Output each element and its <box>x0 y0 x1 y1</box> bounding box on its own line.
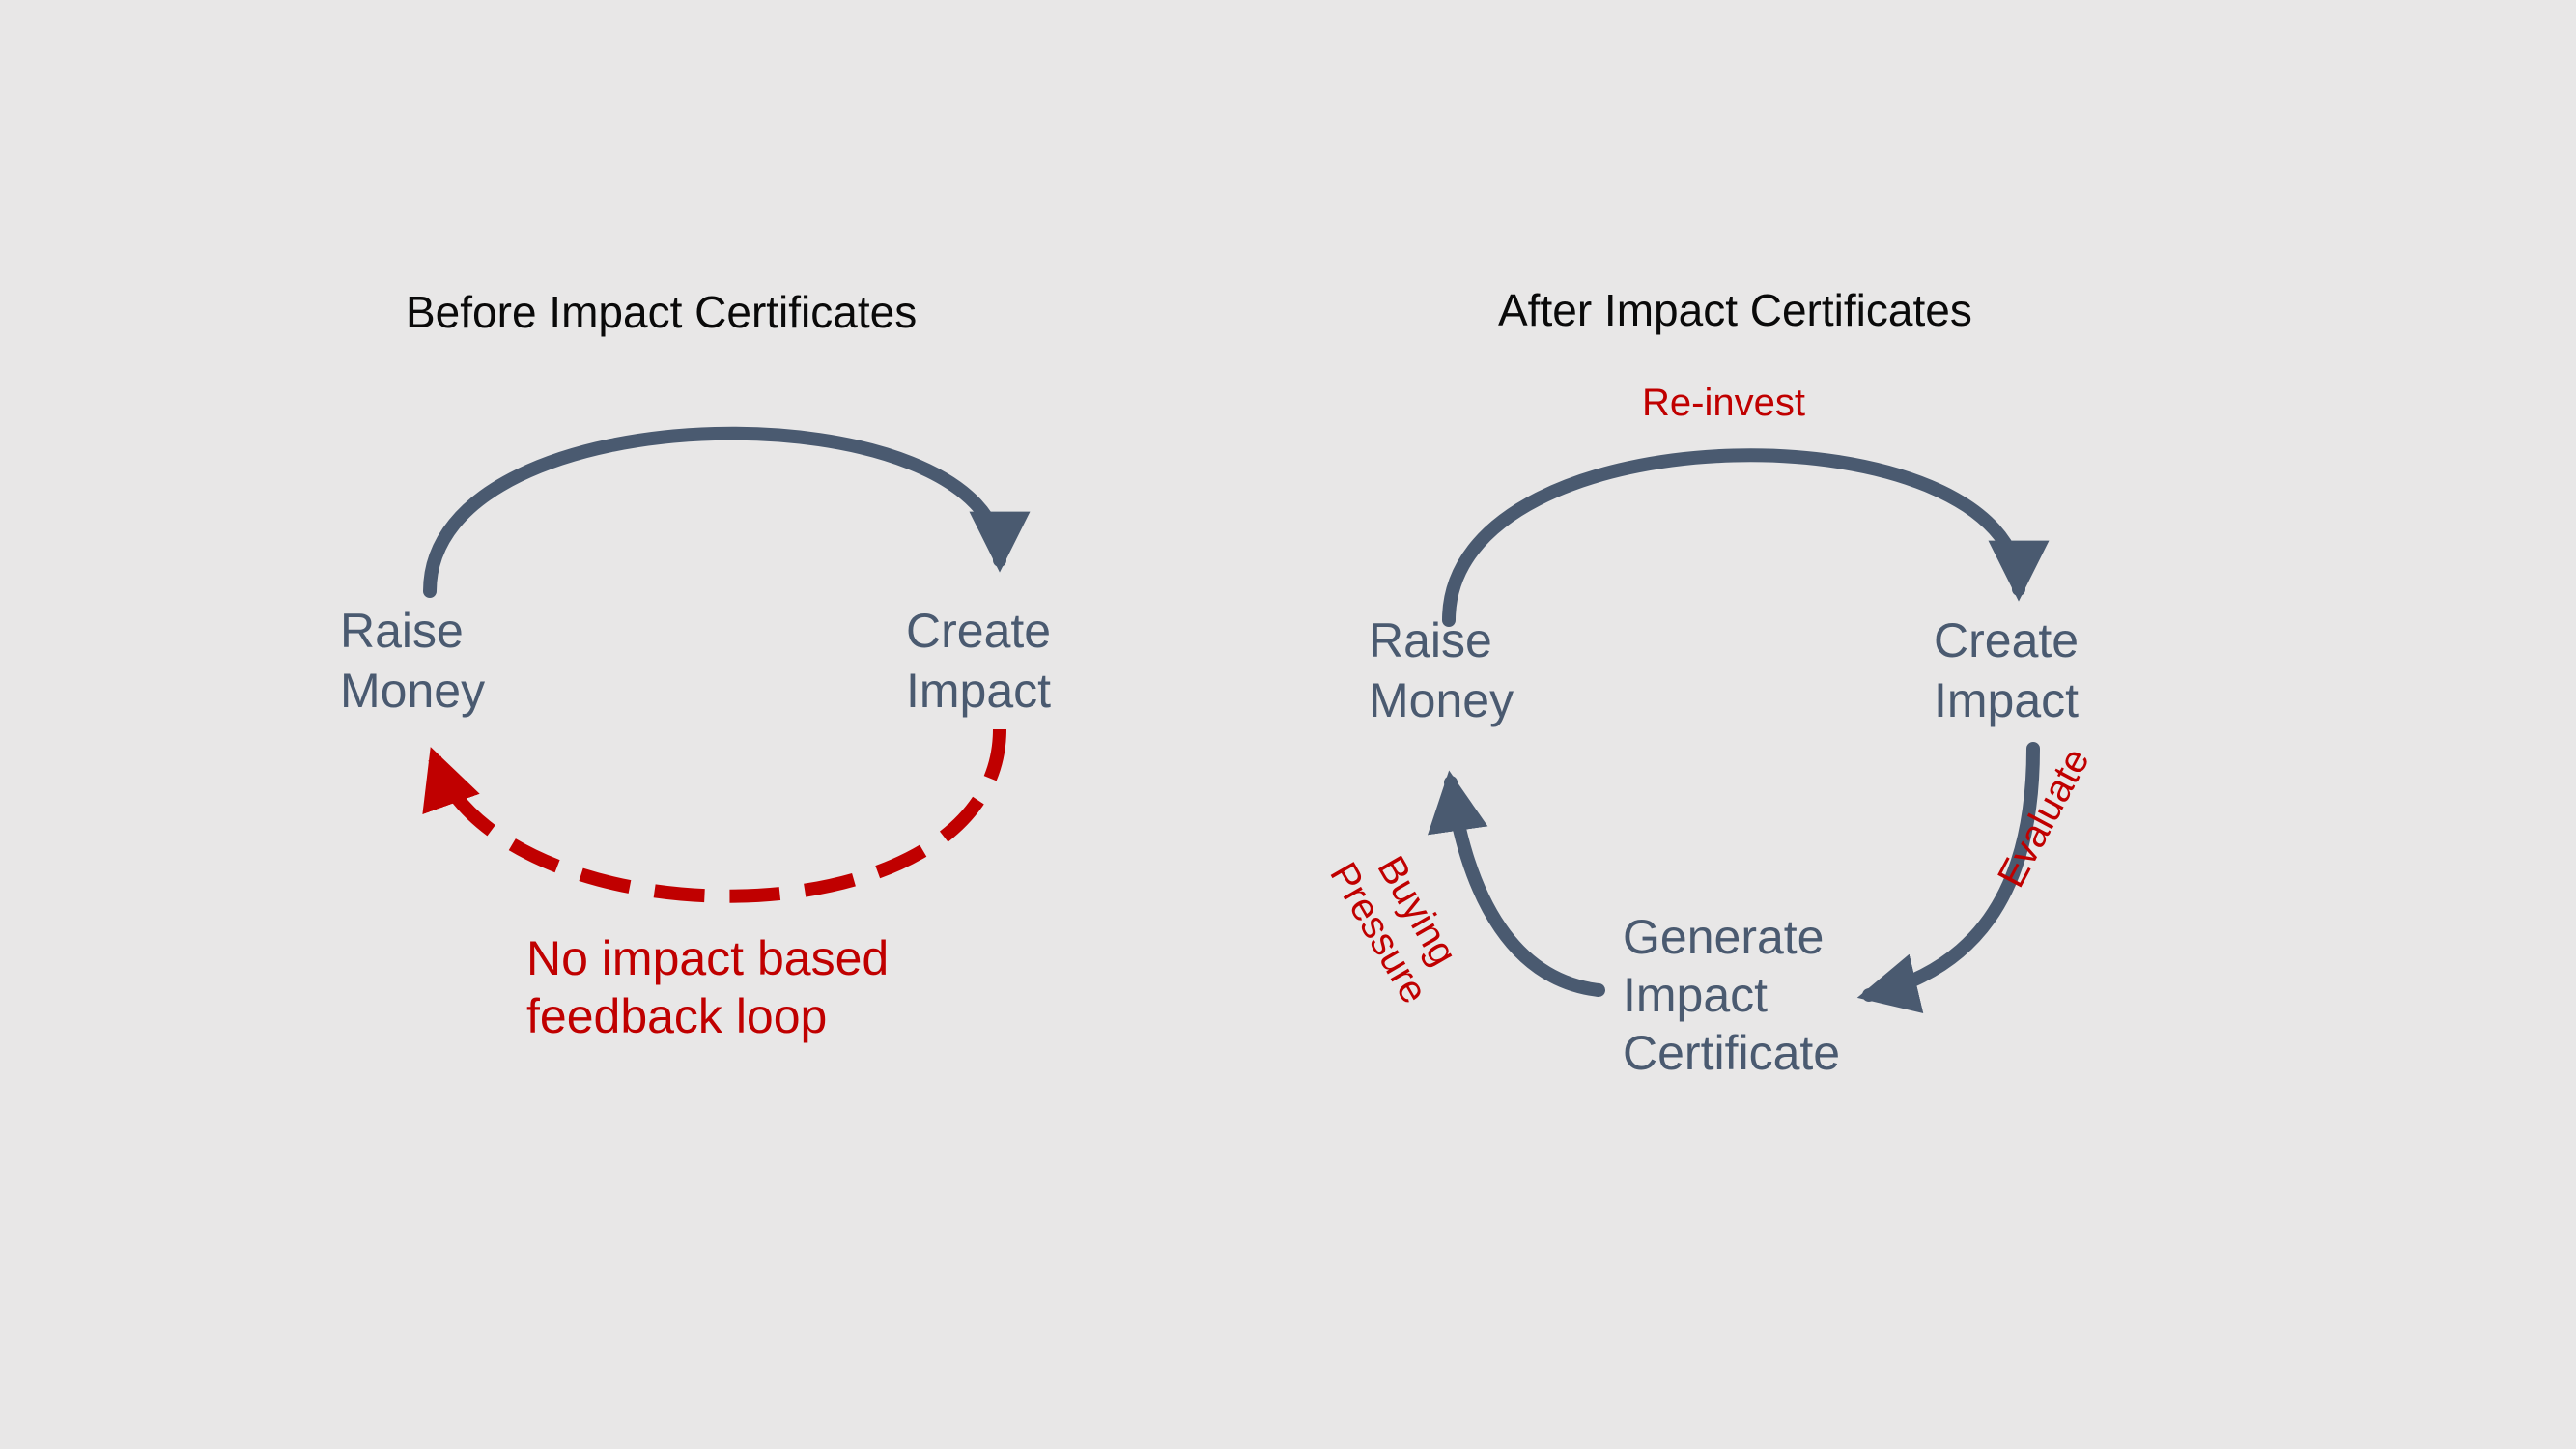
after-node-generate-line-2: Impact <box>1623 968 1769 1022</box>
before-node-create-line-1: Create <box>906 604 1052 658</box>
after-arrow-raise-to-create <box>1442 448 2050 627</box>
before-node-raise-line-2: Money <box>340 664 486 718</box>
before-node-create-line-2: Impact <box>906 664 1052 718</box>
after-node-create-impact: Create Impact <box>1934 611 2079 730</box>
after-node-raise-line-1: Raise <box>1369 613 1492 668</box>
after-edge-label-reinvest: Re-invest <box>1642 382 1805 424</box>
after-node-raise-money: Raise Money <box>1369 611 1514 730</box>
after-node-generate-line-3: Certificate <box>1623 1026 1841 1080</box>
before-arrow-raise-to-create <box>423 426 1031 598</box>
before-feedback-label: No impact based feedback loop <box>526 929 889 1045</box>
before-title: Before Impact Certificates <box>406 287 918 337</box>
before-feedback-label-line-2: feedback loop <box>526 989 828 1043</box>
before-node-raise-line-1: Raise <box>340 604 464 658</box>
after-arrow-generate-to-raise <box>1428 770 1605 997</box>
after-node-generate-certificate: Generate Impact Certificate <box>1623 908 1840 1082</box>
before-feedback-label-line-1: No impact based <box>526 931 890 985</box>
before-node-create-impact: Create Impact <box>906 601 1051 721</box>
after-node-generate-line-1: Generate <box>1623 910 1825 964</box>
after-title: After Impact Certificates <box>1498 285 1972 335</box>
after-node-raise-line-2: Money <box>1369 673 1514 727</box>
after-node-create-line-1: Create <box>1934 613 2080 668</box>
after-arrow-create-to-generate <box>1856 742 2040 1013</box>
before-dashed-feedback-arrow <box>422 728 1006 903</box>
before-node-raise-money: Raise Money <box>340 601 485 721</box>
after-node-create-line-2: Impact <box>1934 673 2080 727</box>
